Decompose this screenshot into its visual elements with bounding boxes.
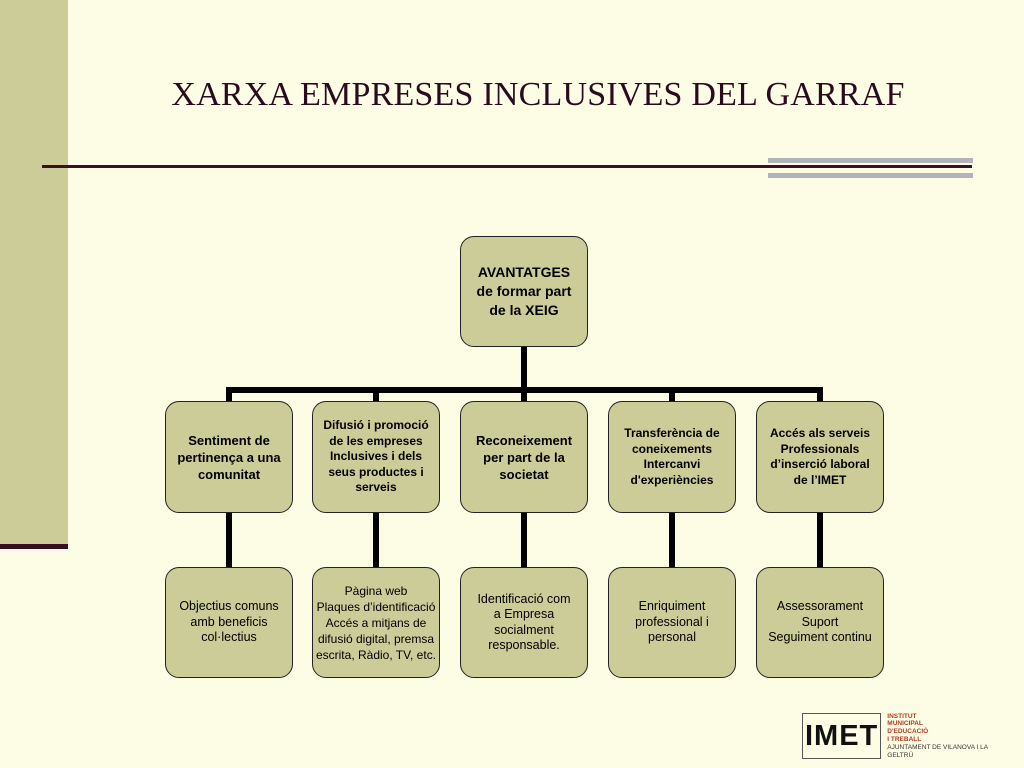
detail-node-pagina-web: Pàgina web Plaques d’identificació Accés… xyxy=(312,567,440,678)
detail-node-label: Objectius comuns amb beneficis col·lecti… xyxy=(179,599,279,645)
detail-node-label: Enriquiment professional i personal xyxy=(635,599,709,645)
detail-node-objectius: Objectius comuns amb beneficis col·lecti… xyxy=(165,567,293,678)
branch-node-reconeixement: Reconeixement per part de la societat xyxy=(460,401,588,513)
detail-node-label: Assessorament Suport Seguiment continu xyxy=(768,599,872,645)
branch-node-label: Sentiment de pertinença a una comunitat xyxy=(177,432,281,482)
branch-node-acces: Accés als serveis Professionals d’inserc… xyxy=(756,401,884,513)
slide-title: XARXA EMPRESES INCLUSIVES DEL GARRAF xyxy=(171,76,905,113)
root-node-label: AVANTATGES de formar part de la XEIG xyxy=(476,264,572,318)
logo-subline: AJUNTAMENT DE VILANOVA I LA GELTRÚ xyxy=(887,744,988,759)
title-accent-bar-lower xyxy=(768,173,973,178)
branch-node-label: Reconeixement per part de la societat xyxy=(475,432,573,482)
imet-logo: IMET INSTITUT MUNICIPAL D'EDUCACIÓ I TRE… xyxy=(802,712,1008,760)
detail-node-label: Pàgina web Plaques d’identificació Accés… xyxy=(315,583,437,662)
branch-node-label: Accés als serveis Professionals d’inserc… xyxy=(769,426,871,487)
logo-line: MUNICIPAL xyxy=(887,720,923,728)
imet-logo-text: INSTITUT MUNICIPAL D'EDUCACIÓ I TREBALL … xyxy=(887,713,1008,760)
left-sidebar-band xyxy=(0,0,68,546)
branch-node-transferencia: Transferència de coneixements Intercanvi… xyxy=(608,401,736,513)
branch-node-difusio: Difusió i promoció de les empreses Inclu… xyxy=(312,401,440,513)
detail-node-label: Identificació com a Empresa socialment r… xyxy=(477,591,571,653)
logo-line: I TREBALL xyxy=(887,735,922,743)
detail-node-enriquiment: Enriquiment professional i personal xyxy=(608,567,736,678)
logo-line: D'EDUCACIÓ xyxy=(887,727,929,735)
imet-logo-mark: IMET xyxy=(802,713,882,759)
detail-node-identificacio: Identificació com a Empresa socialment r… xyxy=(460,567,588,678)
branch-node-label: Difusió i promoció de les empreses Inclu… xyxy=(323,418,429,495)
detail-node-assessorament: Assessorament Suport Seguiment continu xyxy=(756,567,884,678)
branch-node-sentiment: Sentiment de pertinença a una comunitat xyxy=(165,401,293,513)
logo-line: INSTITUT xyxy=(887,712,917,720)
root-node-avantatges: AVANTATGES de formar part de la XEIG xyxy=(460,236,588,347)
title-rule xyxy=(42,165,972,168)
title-accent-bar xyxy=(768,158,973,163)
branch-node-label: Transferència de coneixements Intercanvi… xyxy=(624,426,720,487)
sidebar-rule xyxy=(0,544,68,549)
